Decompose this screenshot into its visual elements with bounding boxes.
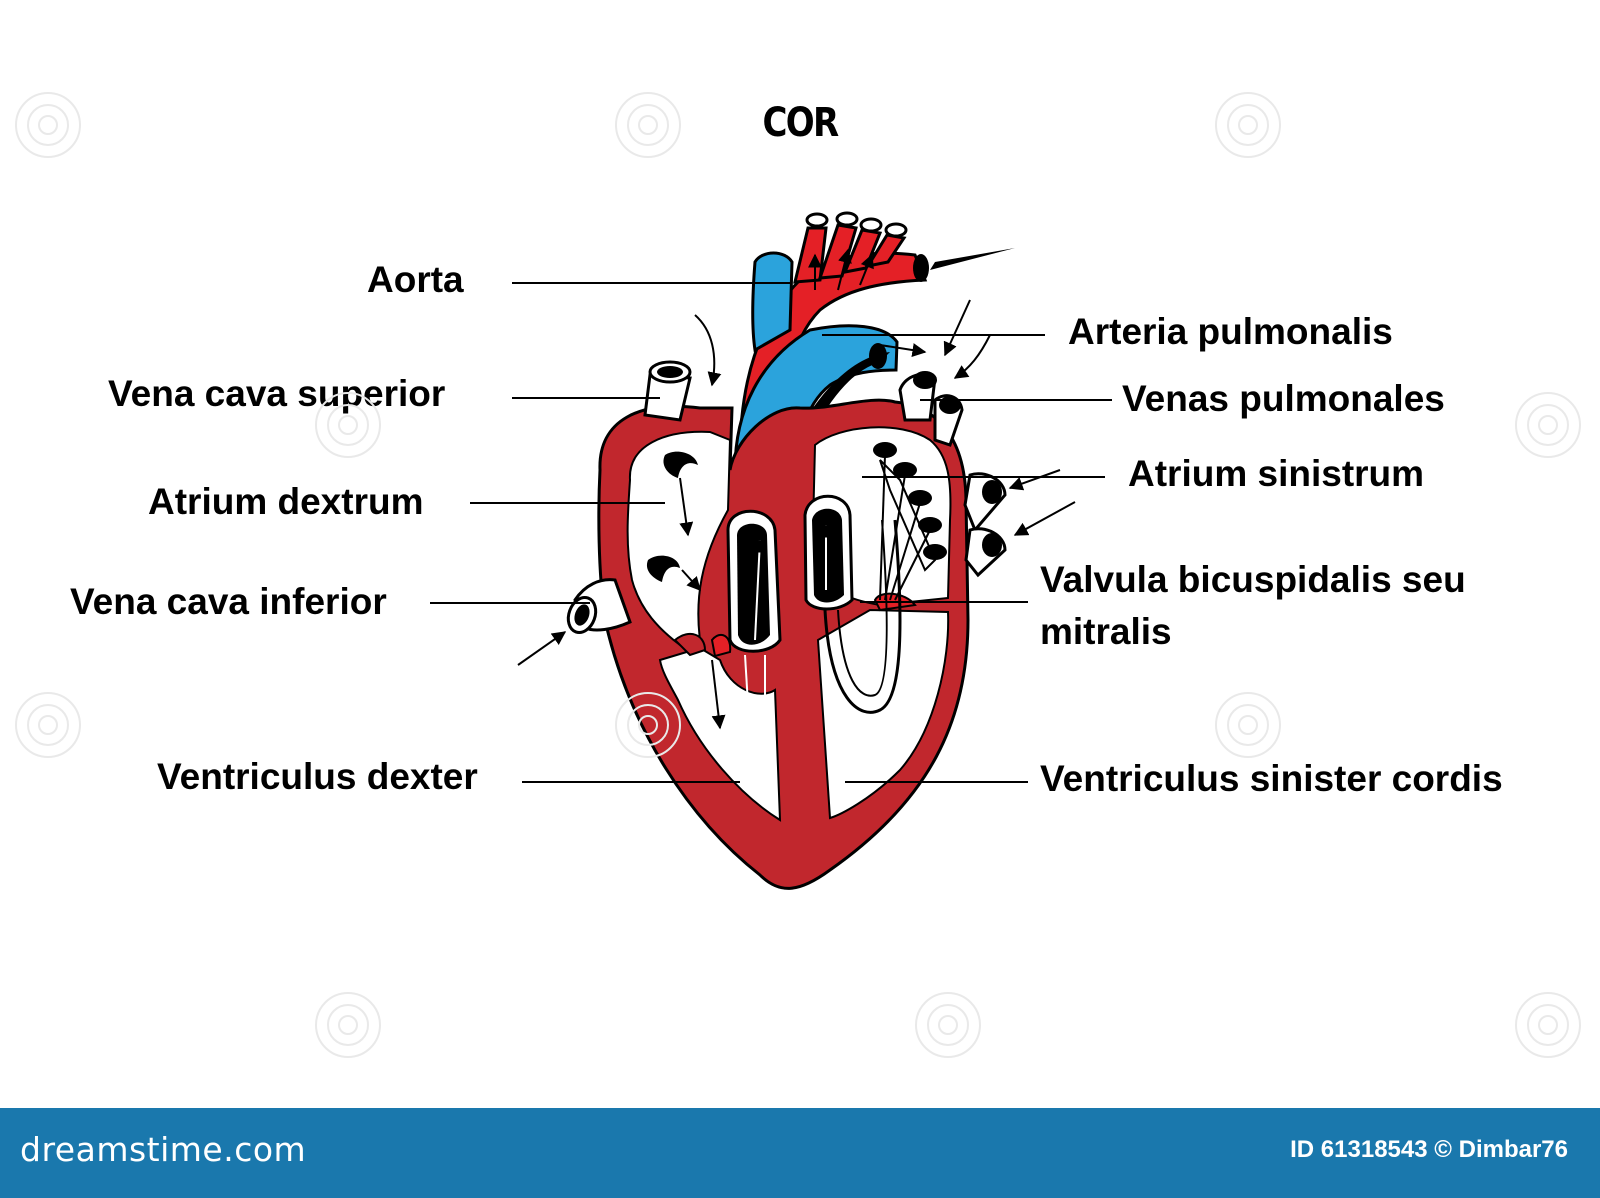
- heart-illustration: [430, 211, 1112, 890]
- label-aorta: Aorta: [367, 259, 464, 300]
- label-valvula-line2: mitralis: [1040, 611, 1172, 652]
- footer-brand[interactable]: dreamstime.com: [20, 1130, 307, 1169]
- label-ventriculus-dexter: Ventriculus dexter: [157, 756, 478, 797]
- label-atrium-sinistrum: Atrium sinistrum: [1128, 453, 1425, 494]
- footer-bar: dreamstime.com ID 61318543 © Dimbar76: [0, 1108, 1600, 1198]
- label-atrium-dextrum: Atrium dextrum: [148, 481, 424, 522]
- heart-diagram: COR: [15, 92, 1581, 1058]
- footer-credit: ID 61318543 © Dimbar76: [1290, 1136, 1568, 1163]
- label-ventriculus-sinister: Ventriculus sinister cordis: [1040, 758, 1503, 799]
- label-vena-cava-superior: Vena cava superior: [108, 373, 446, 414]
- right-atrium: [626, 430, 732, 647]
- label-arteria-pulmonalis: Arteria pulmonalis: [1068, 311, 1393, 352]
- diagram-title: COR: [762, 100, 840, 146]
- vena-cava-superior-stump: [643, 360, 692, 422]
- vena-cava-upper-vessel: [751, 251, 794, 353]
- mitral-valve: [823, 442, 947, 714]
- vena-cava-inferior-stump: [566, 578, 632, 634]
- right-atrium-flow: [646, 451, 766, 771]
- right-ventricle: [658, 646, 782, 822]
- pulmonary-vein-stumps: [898, 371, 1007, 578]
- label-valvula-line1: Valvula bicuspidalis seu: [1040, 559, 1466, 600]
- leader-lines: [430, 282, 1112, 783]
- semilunar-valves: [726, 494, 854, 653]
- label-venas-pulmonales: Venas pulmonales: [1122, 378, 1445, 419]
- label-vena-cava-inferior: Vena cava inferior: [70, 581, 387, 622]
- left-ventricle: [816, 608, 950, 820]
